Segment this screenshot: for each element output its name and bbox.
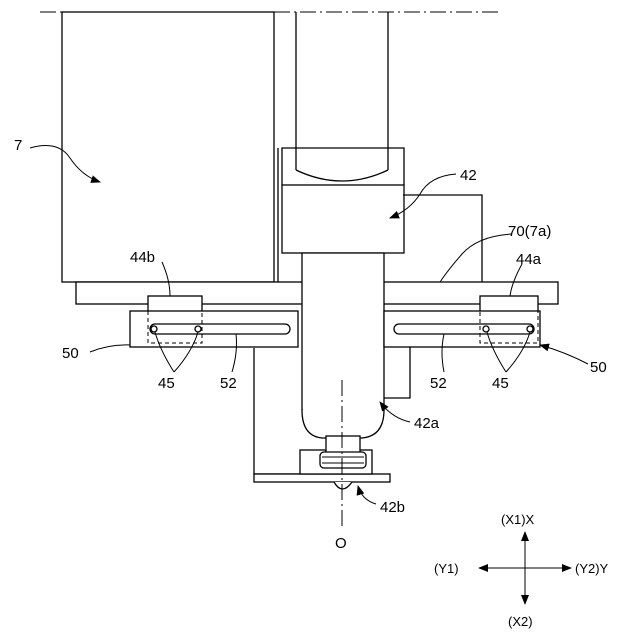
- label-50-left: 50: [62, 345, 79, 362]
- label-52-left: 52: [220, 375, 237, 392]
- label-52-right: 52: [430, 375, 447, 392]
- actuator-head-42: [282, 185, 404, 253]
- slide-50-right: [384, 311, 540, 347]
- pin-45-left-b: [195, 326, 201, 332]
- label-45-right: 45: [492, 375, 509, 392]
- leader-50-left: [90, 345, 130, 352]
- clamp-44b: [148, 296, 202, 312]
- axis-label-x-minus: (X2): [508, 614, 533, 629]
- label-50-right: 50: [590, 359, 607, 376]
- label-44b: 44b: [130, 249, 155, 266]
- pin-45-right-b: [527, 326, 533, 332]
- lower-right-guard: [384, 345, 410, 398]
- leader-50-right: [540, 345, 588, 364]
- leader-42: [390, 174, 456, 218]
- leader-70: [440, 234, 512, 282]
- actuator-body-cap: [302, 410, 384, 438]
- label-45-left: 45: [158, 375, 175, 392]
- label-O: O: [335, 535, 347, 552]
- axis-label-x-plus: (X1)X: [501, 512, 535, 527]
- label-42a: 42a: [414, 415, 440, 432]
- actuator-tip-42b: [334, 482, 352, 489]
- back-plate: [403, 195, 482, 283]
- label-42: 42: [460, 167, 477, 184]
- nozzle-neck: [326, 436, 360, 454]
- clamp-44a: [480, 296, 538, 312]
- actuator-rod: [296, 12, 388, 181]
- label-42b: 42b: [380, 499, 405, 516]
- pin-45-right-a: [483, 326, 489, 332]
- axis-label-y-minus: (Y1): [434, 561, 459, 576]
- axis-label-y-plus: (Y2)Y: [575, 561, 609, 576]
- leader-7: [30, 146, 100, 182]
- direction-indicator: (X1)X (X2) (Y1) (Y2)Y: [434, 512, 609, 629]
- pin-45-left-a: [151, 326, 157, 332]
- label-70: 70(7a): [508, 223, 551, 240]
- base-plate: [254, 474, 390, 482]
- label-7: 7: [14, 137, 22, 154]
- actuator-body-42a: [302, 253, 384, 420]
- actuator-head-top: [282, 148, 404, 185]
- nozzle-collar: [320, 452, 366, 468]
- lower-bracket: [254, 348, 300, 474]
- label-44a: 44a: [516, 251, 542, 268]
- leader-42b: [358, 486, 376, 504]
- frame-7: [62, 12, 274, 282]
